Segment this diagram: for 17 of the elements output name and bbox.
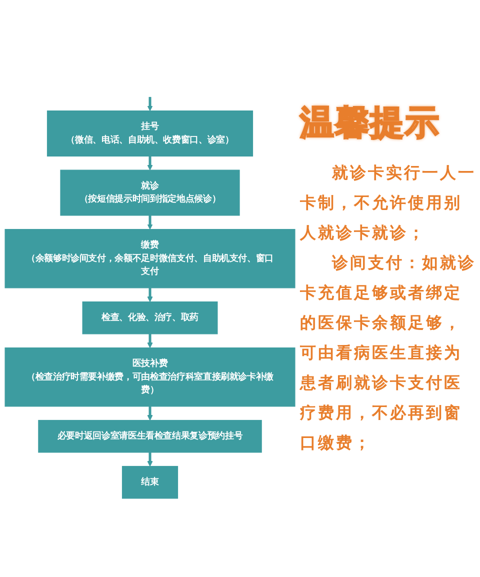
arrow <box>147 406 153 421</box>
node-box: 必要时返回诊室请医生看检查结果复诊预约挂号 <box>38 420 262 453</box>
node-box: 就诊 （按短信提示时间到指定地点候诊） <box>60 170 240 216</box>
node-box: 结束 <box>122 466 178 499</box>
arrow <box>147 288 153 302</box>
notice-paragraph: 诊间支付：如就诊卡充值足够或者绑定的医保卡余额足够，可由看病医生直接为患者刷就诊卡支付医疗费用，不必再到窗口缴费； <box>300 252 476 454</box>
arrow <box>147 216 153 230</box>
node-box: 缴费 （余额够时诊间支付，余额不足时微信支付、自助机支付、窗口支付 <box>4 229 296 288</box>
notice-paragraph: 就诊卡实行一人一卡制，不允许使用别人就诊卡就诊； <box>300 162 476 244</box>
arrow <box>147 156 153 171</box>
node-box: 医技补费 （检查治疗时需要补缴费，可由检查治疗科室直接刷就诊卡补缴费） <box>4 348 296 407</box>
arrow <box>147 452 153 467</box>
arrow <box>147 97 153 112</box>
node-box: 挂号 （微信、电话、自助机、收费窗口、诊室） <box>46 110 254 157</box>
node-box: 检查、化验、治疗、取药 <box>82 302 218 334</box>
notice-heading: 温馨提示 <box>300 102 441 145</box>
arrow <box>147 334 153 348</box>
